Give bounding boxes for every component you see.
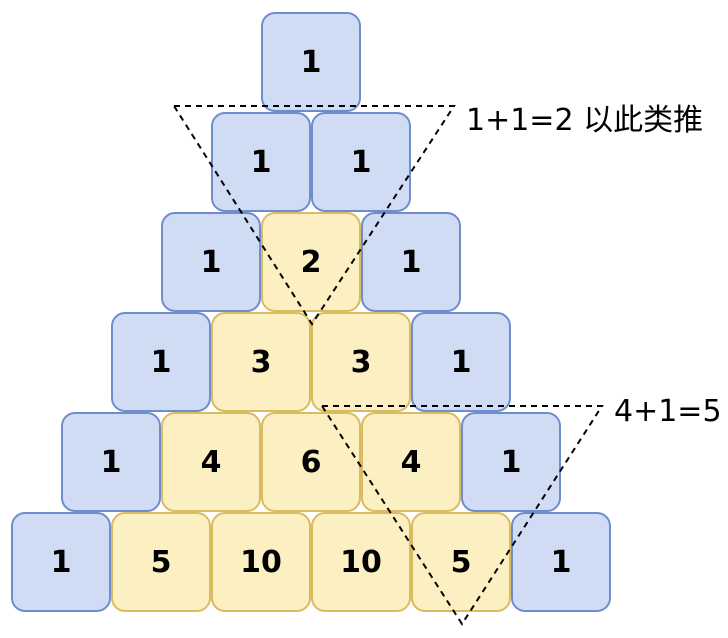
triangle-cell-r5-c2: 10 xyxy=(211,512,311,612)
triangle-cell-r3-c3: 1 xyxy=(411,312,511,412)
triangle-cell-r3-c0: 1 xyxy=(111,312,211,412)
triangle-cell-r2-c1: 2 xyxy=(261,212,361,312)
triangle-cell-r5-c3: 10 xyxy=(311,512,411,612)
triangle-cell-r4-c4: 1 xyxy=(461,412,561,512)
triangle-cell-r5-c0: 1 xyxy=(11,512,111,612)
triangle-cell-r2-c0: 1 xyxy=(161,212,261,312)
triangle-cell-r5-c5: 1 xyxy=(511,512,611,612)
triangle-cell-r1-c1: 1 xyxy=(311,112,411,212)
triangle-cell-r1-c0: 1 xyxy=(211,112,311,212)
triangle-cell-r5-c4: 5 xyxy=(411,512,511,612)
triangle-cell-r4-c3: 4 xyxy=(361,412,461,512)
triangle-cell-r0-c0: 1 xyxy=(261,12,361,112)
triangle-cell-r4-c1: 4 xyxy=(161,412,261,512)
triangle-cell-r2-c2: 1 xyxy=(361,212,461,312)
triangle-cell-r5-c1: 5 xyxy=(111,512,211,612)
triangle-cell-r4-c2: 6 xyxy=(261,412,361,512)
triangle-cell-r3-c2: 3 xyxy=(311,312,411,412)
triangle-cell-r4-c0: 1 xyxy=(61,412,161,512)
triangle-cell-r3-c1: 3 xyxy=(211,312,311,412)
